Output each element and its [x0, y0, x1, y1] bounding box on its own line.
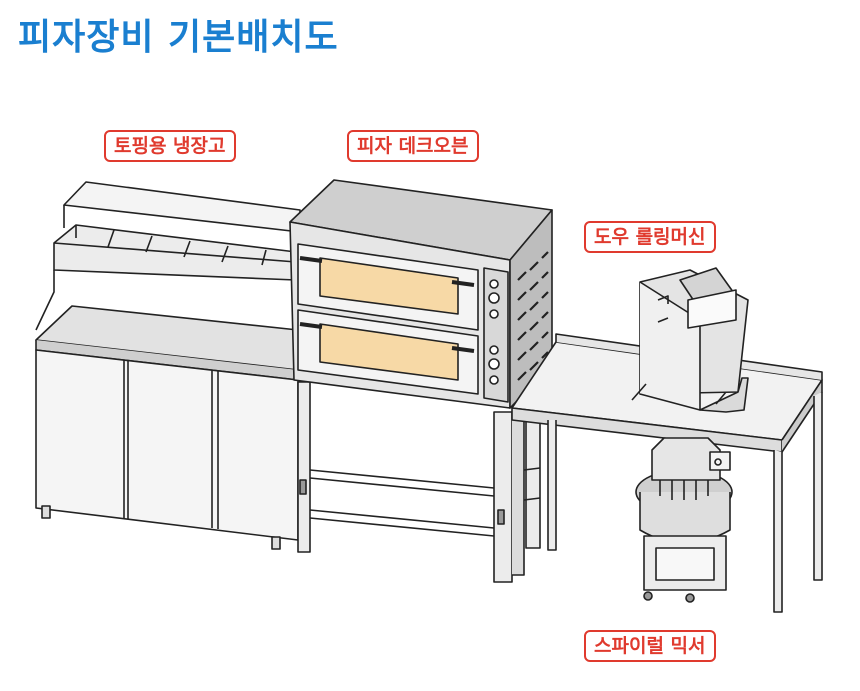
label-spiral-mixer: 스파이럴 믹서	[584, 630, 716, 662]
label-dough-roller: 도우 롤링머신	[584, 221, 716, 253]
dough-roller	[631, 267, 749, 413]
page-title: 피자장비 기본배치도	[18, 17, 339, 58]
deck-oven	[289, 179, 553, 409]
label-topping-fridge: 토핑용 냉장고	[104, 130, 236, 162]
oven-stand	[297, 381, 541, 583]
label-deck-oven: 피자 데크오븐	[347, 130, 479, 162]
topping-fridge	[35, 181, 301, 550]
spiral-mixer	[635, 437, 733, 603]
